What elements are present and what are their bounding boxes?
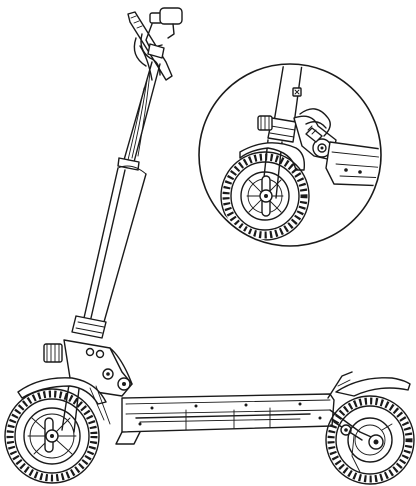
stem-upper-tube bbox=[117, 61, 161, 171]
front-fork bbox=[17, 377, 111, 433]
front-wheel bbox=[4, 388, 100, 484]
handlebar-assembly bbox=[127, 7, 183, 81]
deck bbox=[115, 393, 335, 445]
rear-wheel bbox=[325, 395, 415, 485]
stem-lower-tube bbox=[71, 165, 147, 339]
detail-callout bbox=[198, 63, 382, 247]
